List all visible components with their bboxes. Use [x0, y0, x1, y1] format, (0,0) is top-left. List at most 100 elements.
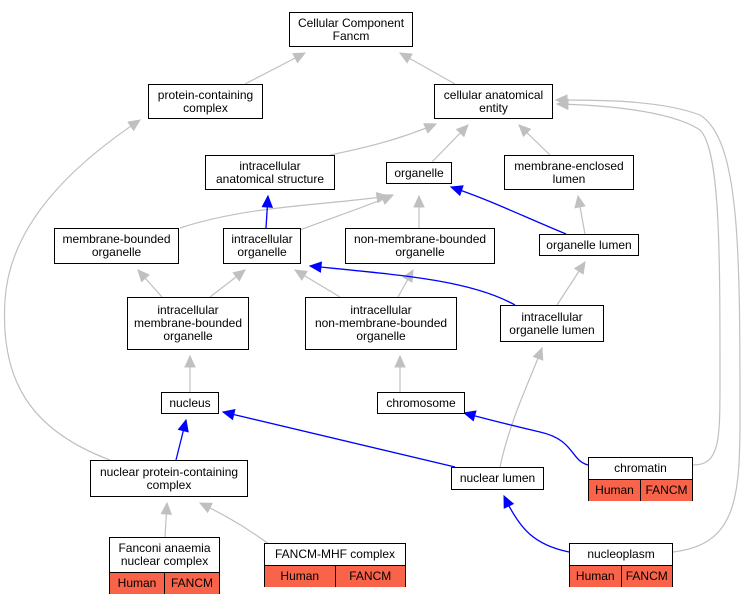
node-label-line: intracellular	[350, 303, 412, 317]
node-label-line: organelle lumen	[546, 237, 632, 252]
node-label-line: Fanconi anaemia	[118, 541, 211, 555]
node-label-line: organelle	[237, 245, 287, 259]
arrowhead-is_a	[398, 52, 413, 64]
node-label-line: organelle lumen	[509, 322, 595, 337]
edge-is_a-nuclear_lumen-to-intracellular_organelle_lumen	[499, 347, 543, 468]
arrowhead-is_a	[293, 269, 308, 281]
node-label-line: chromatin	[614, 461, 667, 475]
node-organelle[interactable]: organelle	[386, 162, 452, 184]
edge-part_of-intracellular_organelle_lumen-to-intracellular_organelle	[309, 265, 516, 306]
node-label-line: complex	[146, 477, 192, 492]
arrowhead-is_a	[198, 502, 213, 514]
node-label-line: entity	[479, 100, 508, 115]
node-label-line: intracellular	[157, 303, 219, 317]
node-label-line: membrane-bounded	[133, 316, 243, 330]
arrowhead-is_a	[127, 119, 142, 132]
arrowhead-is_a	[380, 194, 395, 205]
arrowhead-part_of	[221, 409, 236, 421]
arrowhead-part_of	[261, 194, 274, 208]
graph-edges	[3, 52, 741, 553]
annotation-gene: FANCM	[164, 573, 219, 594]
arrowhead-is_a	[394, 354, 406, 368]
arrowhead-is_a	[518, 124, 532, 138]
arrowhead-is_a	[554, 94, 568, 106]
annotation-gene: FANCM	[620, 566, 672, 587]
node-label-line: nucleoplasm	[587, 547, 655, 561]
node-label-line: organelle	[395, 245, 445, 259]
node-label-line: organelle	[91, 245, 142, 259]
arrowhead-part_of	[503, 494, 515, 509]
node-label-line: Fancm	[332, 28, 370, 43]
arrowhead-is_a	[455, 124, 469, 138]
annotation-species: Human	[110, 573, 164, 594]
annotation-species: Human	[589, 480, 640, 501]
node-label-line: cellular anatomical	[443, 87, 544, 102]
node-label-line: protein-containing	[157, 87, 254, 102]
annotation-gene: FANCM	[334, 566, 405, 587]
edge-is_a-intracellular_organelle-to-organelle	[299, 194, 394, 231]
node-organelle-lumen[interactable]: organelle lumen	[539, 234, 639, 256]
edge-is_a-nucleoplasm-to-cellular_anatomical_entity	[555, 99, 741, 553]
arrowhead-part_of	[177, 418, 189, 433]
node-nuclear-lumen[interactable]: nuclear lumen	[451, 467, 544, 490]
annotation-species: Human	[570, 566, 621, 587]
arrowhead-is_a	[292, 52, 307, 64]
node-label-line: organelle	[163, 329, 213, 343]
edge-part_of-nuclear_lumen-to-nucleus	[222, 411, 456, 468]
arrowhead-is_a	[137, 269, 150, 283]
edge-part_of-nucleoplasm-to-nuclear_lumen	[503, 495, 570, 553]
node-label-line: intracellular	[231, 232, 293, 246]
node-chromosome[interactable]: chromosome	[377, 392, 465, 414]
annotation-gene: FANCM	[640, 480, 692, 501]
arrowhead-is_a	[423, 123, 438, 134]
edge-is_a-nuclear_protein_containing_complex-to-protein_containing_complex	[3, 119, 141, 461]
node-label-line: membrane-enclosed	[514, 158, 624, 173]
arrowhead-is_a	[232, 269, 246, 282]
node-label-line: chromosome	[386, 395, 456, 410]
node-label-line: FANCM-MHF complex	[274, 547, 395, 561]
arrowhead-part_of	[308, 261, 323, 273]
node-label-line: membrane-bounded	[62, 232, 171, 246]
node-label-line: nuclear protein-containing	[99, 464, 239, 479]
arrowhead-is_a	[413, 194, 425, 208]
arrowhead-is_a	[573, 260, 586, 275]
arrowhead-is_a	[160, 501, 173, 515]
node-label-line: Cellular Component	[297, 15, 405, 30]
node-label-line: anatomical structure	[215, 171, 325, 186]
node-nucleus[interactable]: nucleus	[161, 392, 219, 414]
edge-is_a-chromatin-to-cellular_anatomical_entity	[556, 103, 721, 466]
arrowhead-part_of	[449, 185, 464, 197]
arrowhead-is_a	[532, 346, 544, 361]
node-label-line: organelle	[394, 165, 444, 180]
edge-is_a-intracellular_anatomical_structure-to-cellular_anatomical_entity	[329, 123, 437, 156]
arrowhead-is_a	[184, 354, 196, 368]
node-label-line: nucleus	[169, 395, 211, 410]
node-label-line: complex	[183, 100, 228, 115]
node-label-line: non-membrane-bounded	[314, 316, 448, 330]
node-label-line: intracellular	[239, 158, 301, 173]
annotation-species: Human	[265, 566, 335, 587]
arrowhead-is_a	[574, 194, 586, 209]
node-label-line: nuclear complex	[120, 554, 209, 568]
arrowhead-part_of	[462, 410, 477, 422]
node-label-line: intracellular	[521, 309, 583, 324]
edge-part_of-chromatin-to-chromosome	[463, 412, 589, 466]
edge-is_a-membrane_bounded_organelle-to-organelle	[179, 195, 389, 229]
